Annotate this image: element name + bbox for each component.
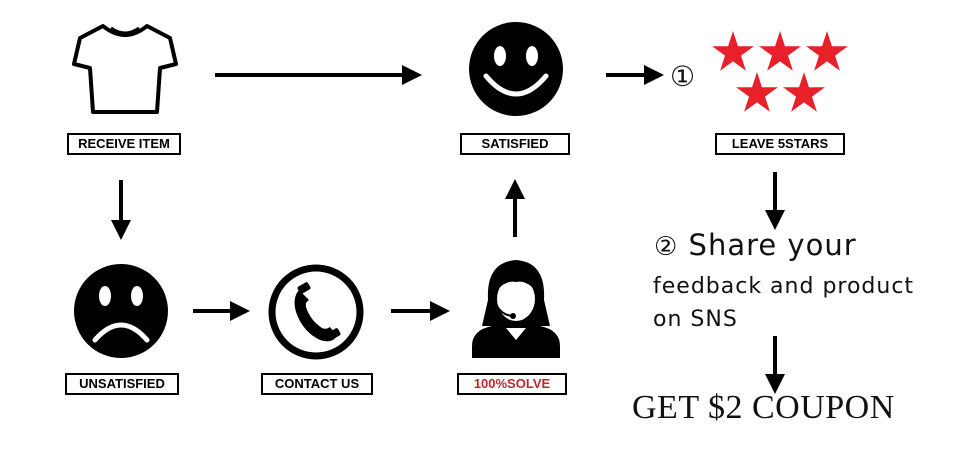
flow-arrows — [111, 65, 785, 394]
coupon-text: GET $2 COUPON — [632, 389, 895, 426]
label-satisfied: SATISFIED — [460, 133, 570, 155]
tshirt-icon — [72, 24, 178, 114]
label-100-solve: 100%SOLVE — [457, 373, 567, 395]
phone-icon — [268, 264, 364, 360]
stars-icon — [712, 31, 848, 112]
sad-face-icon — [74, 264, 168, 358]
share-line-1: feedback and product — [653, 274, 915, 299]
step-number-2: ② — [654, 232, 679, 262]
share-details: feedback and product on SNS — [653, 270, 914, 336]
support-agent-icon — [472, 260, 560, 358]
share-headline-text: Share your — [688, 228, 857, 262]
happy-face-icon — [469, 22, 563, 116]
label-leave-5stars: LEAVE 5STARS — [715, 133, 845, 155]
label-unsatisfied: UNSATISFIED — [65, 373, 179, 395]
label-receive-item: RECEIVE ITEM — [67, 133, 181, 155]
share-line-2: on SNS — [653, 307, 738, 332]
label-contact-us: CONTACT US — [261, 373, 373, 395]
share-headline: ② Share your — [654, 228, 857, 262]
step-number-1: ① — [670, 60, 696, 93]
